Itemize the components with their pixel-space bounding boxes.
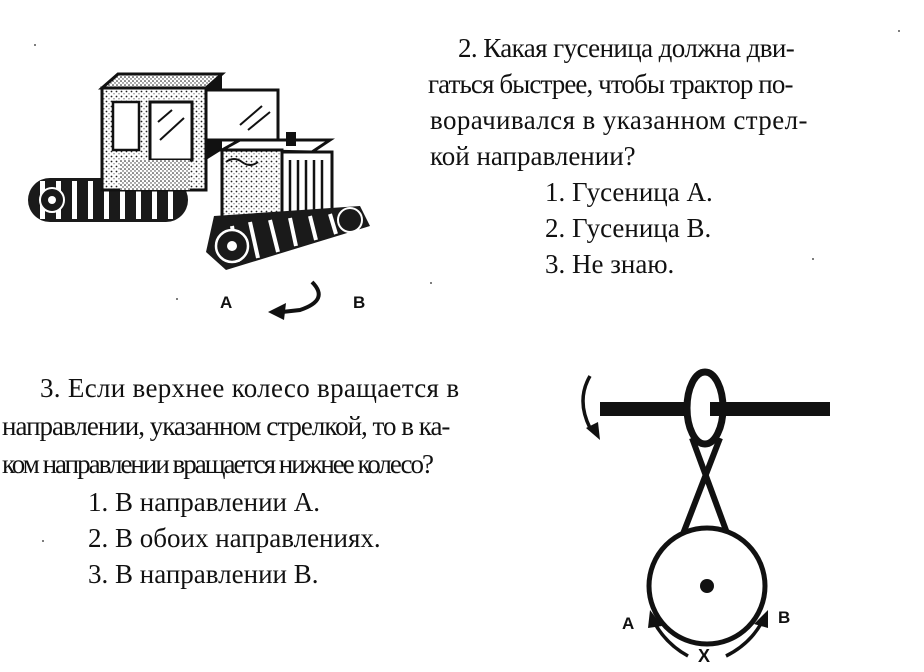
- tractor-hood: [216, 132, 335, 224]
- tractor-cab: [98, 72, 280, 192]
- question-3-option-1: 1. В направлении А.: [88, 487, 320, 517]
- arrow-b-icon: [725, 610, 768, 658]
- question-2-option-3: 3. Не знаю.: [545, 249, 675, 279]
- question-2-line-2: гаться быстрее, чтобы трактор по-: [428, 69, 793, 99]
- question-2-line-3: ворачивался в указанном стрел-: [430, 105, 808, 135]
- turn-arrow-icon: [268, 280, 321, 320]
- question-3-line-3: ком направлении вращается нижнее колесо?: [2, 449, 434, 479]
- scan-speck: [430, 282, 432, 284]
- scan-speck: [34, 44, 36, 46]
- scan-speck: [812, 258, 814, 260]
- question-3-line-1: 3. Если верхнее колесо вращается в: [40, 373, 460, 403]
- belt-drive-diagram: [581, 368, 830, 658]
- scan-speck: [42, 540, 44, 542]
- tractor-illustration: [28, 72, 370, 320]
- question-2-line-4: кой направлении?: [430, 141, 636, 171]
- arrow-a-icon: [648, 610, 689, 658]
- question-3-option-3: 3. В направлении В.: [88, 559, 319, 589]
- tractor-label-a: А: [220, 293, 233, 312]
- scan-speck: [176, 298, 178, 300]
- wheel-label-b: В: [778, 608, 791, 627]
- belt-wheels-figure: А В X: [570, 360, 830, 672]
- question-3-option-2: 2. В обоих направлениях.: [88, 523, 381, 553]
- lower-wheel-hub: [700, 579, 714, 593]
- scan-speck: [898, 30, 900, 32]
- track-b-front: [206, 206, 370, 270]
- question-2-option-2: 2. Гусеница В.: [545, 213, 712, 243]
- tractor-label-b: В: [353, 293, 366, 312]
- wheel-label-a: А: [622, 614, 635, 633]
- question-2-option-1: 1. Гусеница А.: [545, 177, 713, 207]
- question-3-line-2: направлении, указанном стрелкой, то в ка…: [2, 411, 450, 441]
- upper-rotation-arrow-icon: [581, 375, 600, 440]
- question-2-line-1: 2. Какая гусеница должна дви-: [458, 33, 795, 63]
- tractor-figure: А В: [0, 0, 420, 330]
- wheel-label-x: X: [698, 646, 711, 666]
